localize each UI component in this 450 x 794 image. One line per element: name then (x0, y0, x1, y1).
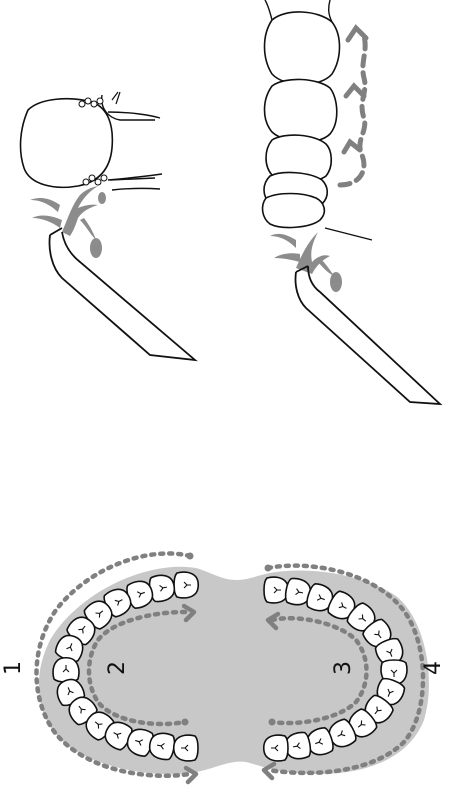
tooth-2 (265, 79, 337, 142)
dental-arches-diagram: 1 2 3 4 (1, 553, 446, 783)
teeth-row-illustration (263, 0, 440, 404)
flow-dashed-arrow (340, 36, 365, 185)
tooth-side-view-illustration (21, 92, 195, 360)
gum-line-root (112, 92, 120, 104)
label-2: 2 (105, 661, 130, 675)
tooth-crown (21, 99, 113, 188)
tooth-1 (265, 12, 340, 85)
tooth-5 (263, 194, 325, 228)
gum-area (39, 567, 429, 775)
irrigator-tip (50, 232, 196, 360)
gum-line-upper (102, 95, 155, 120)
label-1: 1 (1, 661, 26, 675)
irrigator-tip-row (295, 266, 440, 404)
label-4: 4 (421, 661, 446, 675)
tooth-root (108, 112, 162, 180)
water-spray-row (270, 232, 342, 292)
label-3: 3 (331, 661, 356, 675)
irrigator-tip-opening (50, 228, 62, 235)
